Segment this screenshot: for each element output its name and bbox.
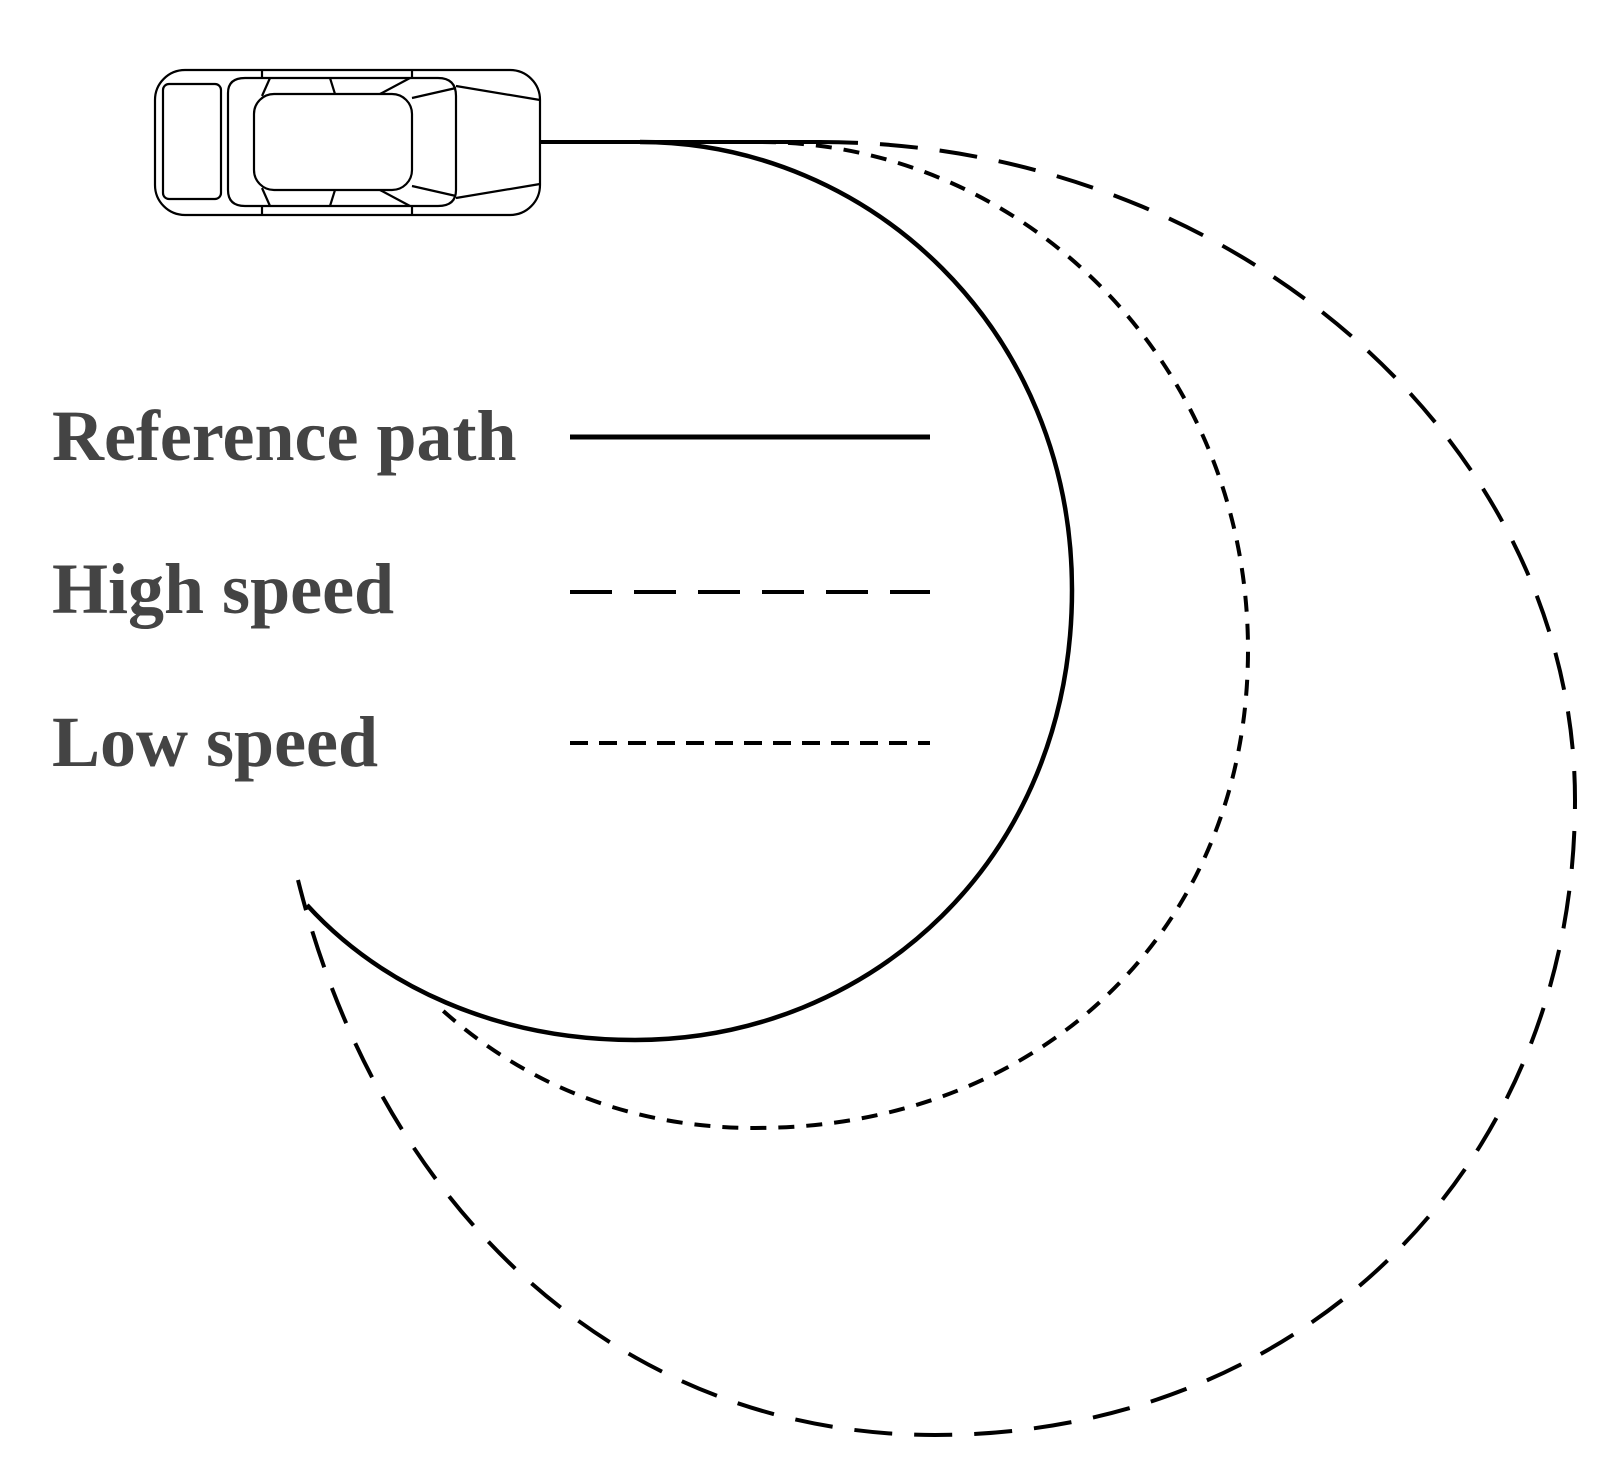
legend-label-low-speed: Low speed — [52, 702, 378, 782]
reference-path-curve — [305, 139, 1075, 1043]
high-speed-path-curve — [296, 140, 1578, 1438]
legend-label-reference-path: Reference path — [52, 396, 517, 476]
low-speed-path-curve — [438, 140, 1251, 1131]
legend: Reference path High speed Low speed — [52, 396, 930, 782]
legend-label-high-speed: High speed — [52, 549, 394, 629]
car-top-view-icon — [153, 68, 542, 217]
